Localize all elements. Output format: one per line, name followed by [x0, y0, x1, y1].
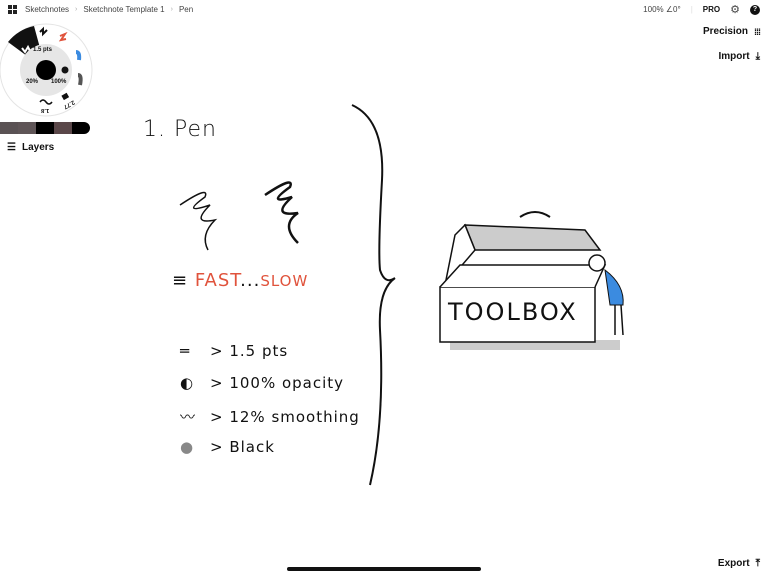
smoothing-icon: 〰 [180, 408, 197, 426]
pro-badge[interactable]: PRO [702, 5, 721, 14]
crumb-pen[interactable]: Pen [178, 5, 194, 14]
size-label[interactable]: 1.5 pts [33, 47, 53, 53]
canvas-title: 1. Pen [143, 117, 217, 142]
toolbox-label: TOOLBOX [448, 298, 578, 326]
list-item: ●> Black [180, 438, 275, 456]
opacity-label[interactable]: 100% [51, 79, 67, 85]
crumb-template[interactable]: Sketchnote Template 1 [83, 5, 165, 14]
import-button[interactable]: Import⤓ [718, 51, 760, 62]
list-item: ◐> 100% opacity [180, 374, 345, 392]
export-button[interactable]: Export⤒ [717, 558, 760, 569]
pen-settings-list: ═> 1.5 pts ◐> 100% opacity 〰> 12% smooth… [180, 342, 360, 470]
crumb-sketchnotes[interactable]: Sketchnotes [25, 5, 70, 14]
palette-icon: ● [180, 438, 195, 456]
slot-label-smoothing-value[interactable]: 1.8 [41, 107, 50, 113]
color-swatch[interactable] [72, 122, 90, 134]
color-swatch[interactable] [0, 122, 18, 134]
color-swatch[interactable] [54, 122, 72, 134]
speed-line: ≡ FAST...SLOW [172, 270, 309, 291]
tool-wheel[interactable] [0, 20, 100, 120]
grid-icon[interactable] [8, 5, 17, 14]
top-bar: Sketchnotes› Sketchnote Template 1› Pen … [0, 0, 768, 19]
breadcrumb: Sketchnotes› Sketchnote Template 1› Pen [25, 5, 194, 14]
zoom-readout[interactable]: 100% ∠0° [643, 5, 681, 14]
pen-strokes [179, 181, 299, 251]
color-swatch[interactable] [18, 122, 36, 134]
list-item: 〰> 12% smoothing [180, 408, 360, 426]
opacity-icon: ◐ [180, 374, 195, 392]
lines-icon: ≡ [172, 270, 189, 291]
size-lines-icon: ═ [180, 342, 191, 360]
toolbox-drawing [439, 211, 624, 350]
import-icon: ⤓ [755, 51, 760, 62]
help-icon[interactable]: ? [750, 4, 760, 15]
smoothing-label[interactable]: 20% [26, 79, 39, 85]
dots-grid-icon: ⁞⁞⁞ [754, 26, 761, 37]
home-indicator[interactable] [287, 567, 481, 571]
color-palette[interactable] [0, 122, 90, 134]
color-swatch[interactable] [36, 122, 54, 134]
list-item: ═> 1.5 pts [180, 342, 289, 360]
export-icon: ⤒ [755, 558, 760, 569]
gear-icon[interactable]: ⚙ [730, 4, 740, 16]
layers-button[interactable]: ☰Layers [7, 142, 55, 153]
menu-icon: ☰ [7, 142, 16, 153]
precision-button[interactable]: Precision⁞⁞⁞ [702, 26, 761, 37]
curly-brace [351, 104, 396, 486]
